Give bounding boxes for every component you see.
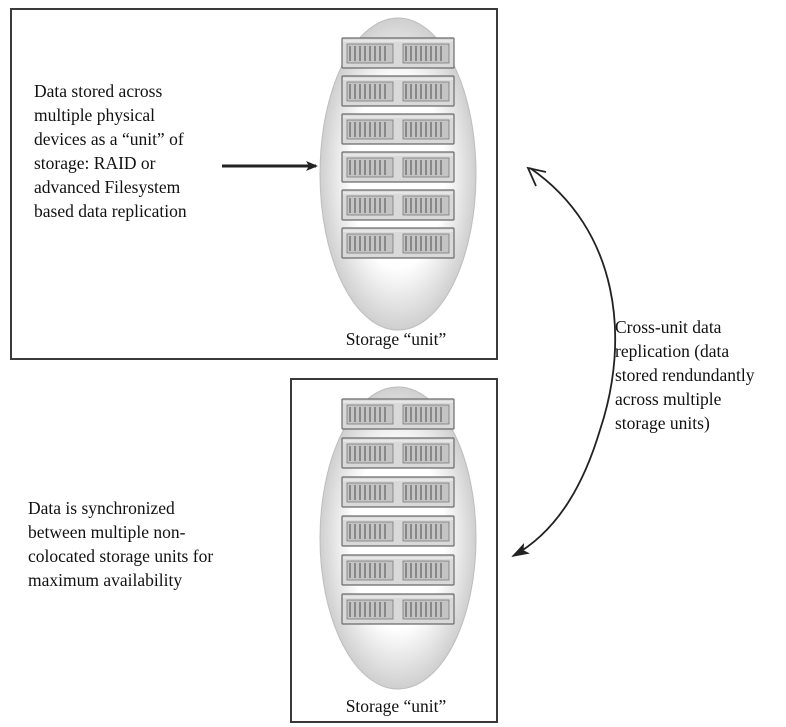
disk-enclosure bbox=[341, 37, 455, 69]
storage-unit-caption-top: Storage “unit” bbox=[345, 329, 447, 349]
raid-description: Data stored across multiple physical dev… bbox=[34, 79, 254, 223]
cross-unit-replication-arrow bbox=[511, 167, 617, 557]
disk-enclosure bbox=[341, 593, 455, 625]
disk-enclosure bbox=[341, 554, 455, 586]
disk-enclosure bbox=[341, 113, 455, 145]
disk-enclosure bbox=[341, 398, 455, 430]
disk-enclosure bbox=[341, 189, 455, 221]
description-line: Data stored across bbox=[34, 81, 163, 101]
disk-enclosure bbox=[341, 515, 455, 547]
description-line: devices as a “unit” of bbox=[34, 129, 184, 149]
disk-enclosure bbox=[341, 151, 455, 183]
disk-enclosure bbox=[341, 476, 455, 508]
description-line: colocated storage units for bbox=[28, 546, 214, 566]
description-line: multiple physical bbox=[34, 105, 156, 125]
note-line: stored rendundantly bbox=[615, 365, 755, 385]
note-line: replication (data bbox=[615, 341, 730, 361]
arrowhead-top bbox=[526, 166, 547, 187]
note-line: storage units) bbox=[615, 413, 710, 433]
cross-unit-replication-note: Cross-unit data replication (data stored… bbox=[615, 315, 785, 435]
description-line: based data replication bbox=[34, 201, 187, 221]
disk-enclosure bbox=[341, 437, 455, 469]
disk-enclosure bbox=[341, 75, 455, 107]
note-line: Cross-unit data bbox=[615, 317, 722, 337]
storage-unit-illustration-top bbox=[319, 17, 477, 331]
note-line: across multiple bbox=[615, 389, 722, 409]
description-line: advanced Filesystem bbox=[34, 177, 181, 197]
description-line: maximum availability bbox=[28, 570, 183, 590]
storage-unit-caption-bottom: Storage “unit” bbox=[345, 696, 447, 716]
synchronization-description: Data is synchronized between multiple no… bbox=[28, 496, 288, 592]
disk-enclosure bbox=[341, 227, 455, 259]
description-line: between multiple non- bbox=[28, 522, 186, 542]
description-line: storage: RAID or bbox=[34, 153, 156, 173]
storage-unit-illustration-bottom bbox=[319, 386, 477, 690]
description-line: Data is synchronized bbox=[28, 498, 175, 518]
